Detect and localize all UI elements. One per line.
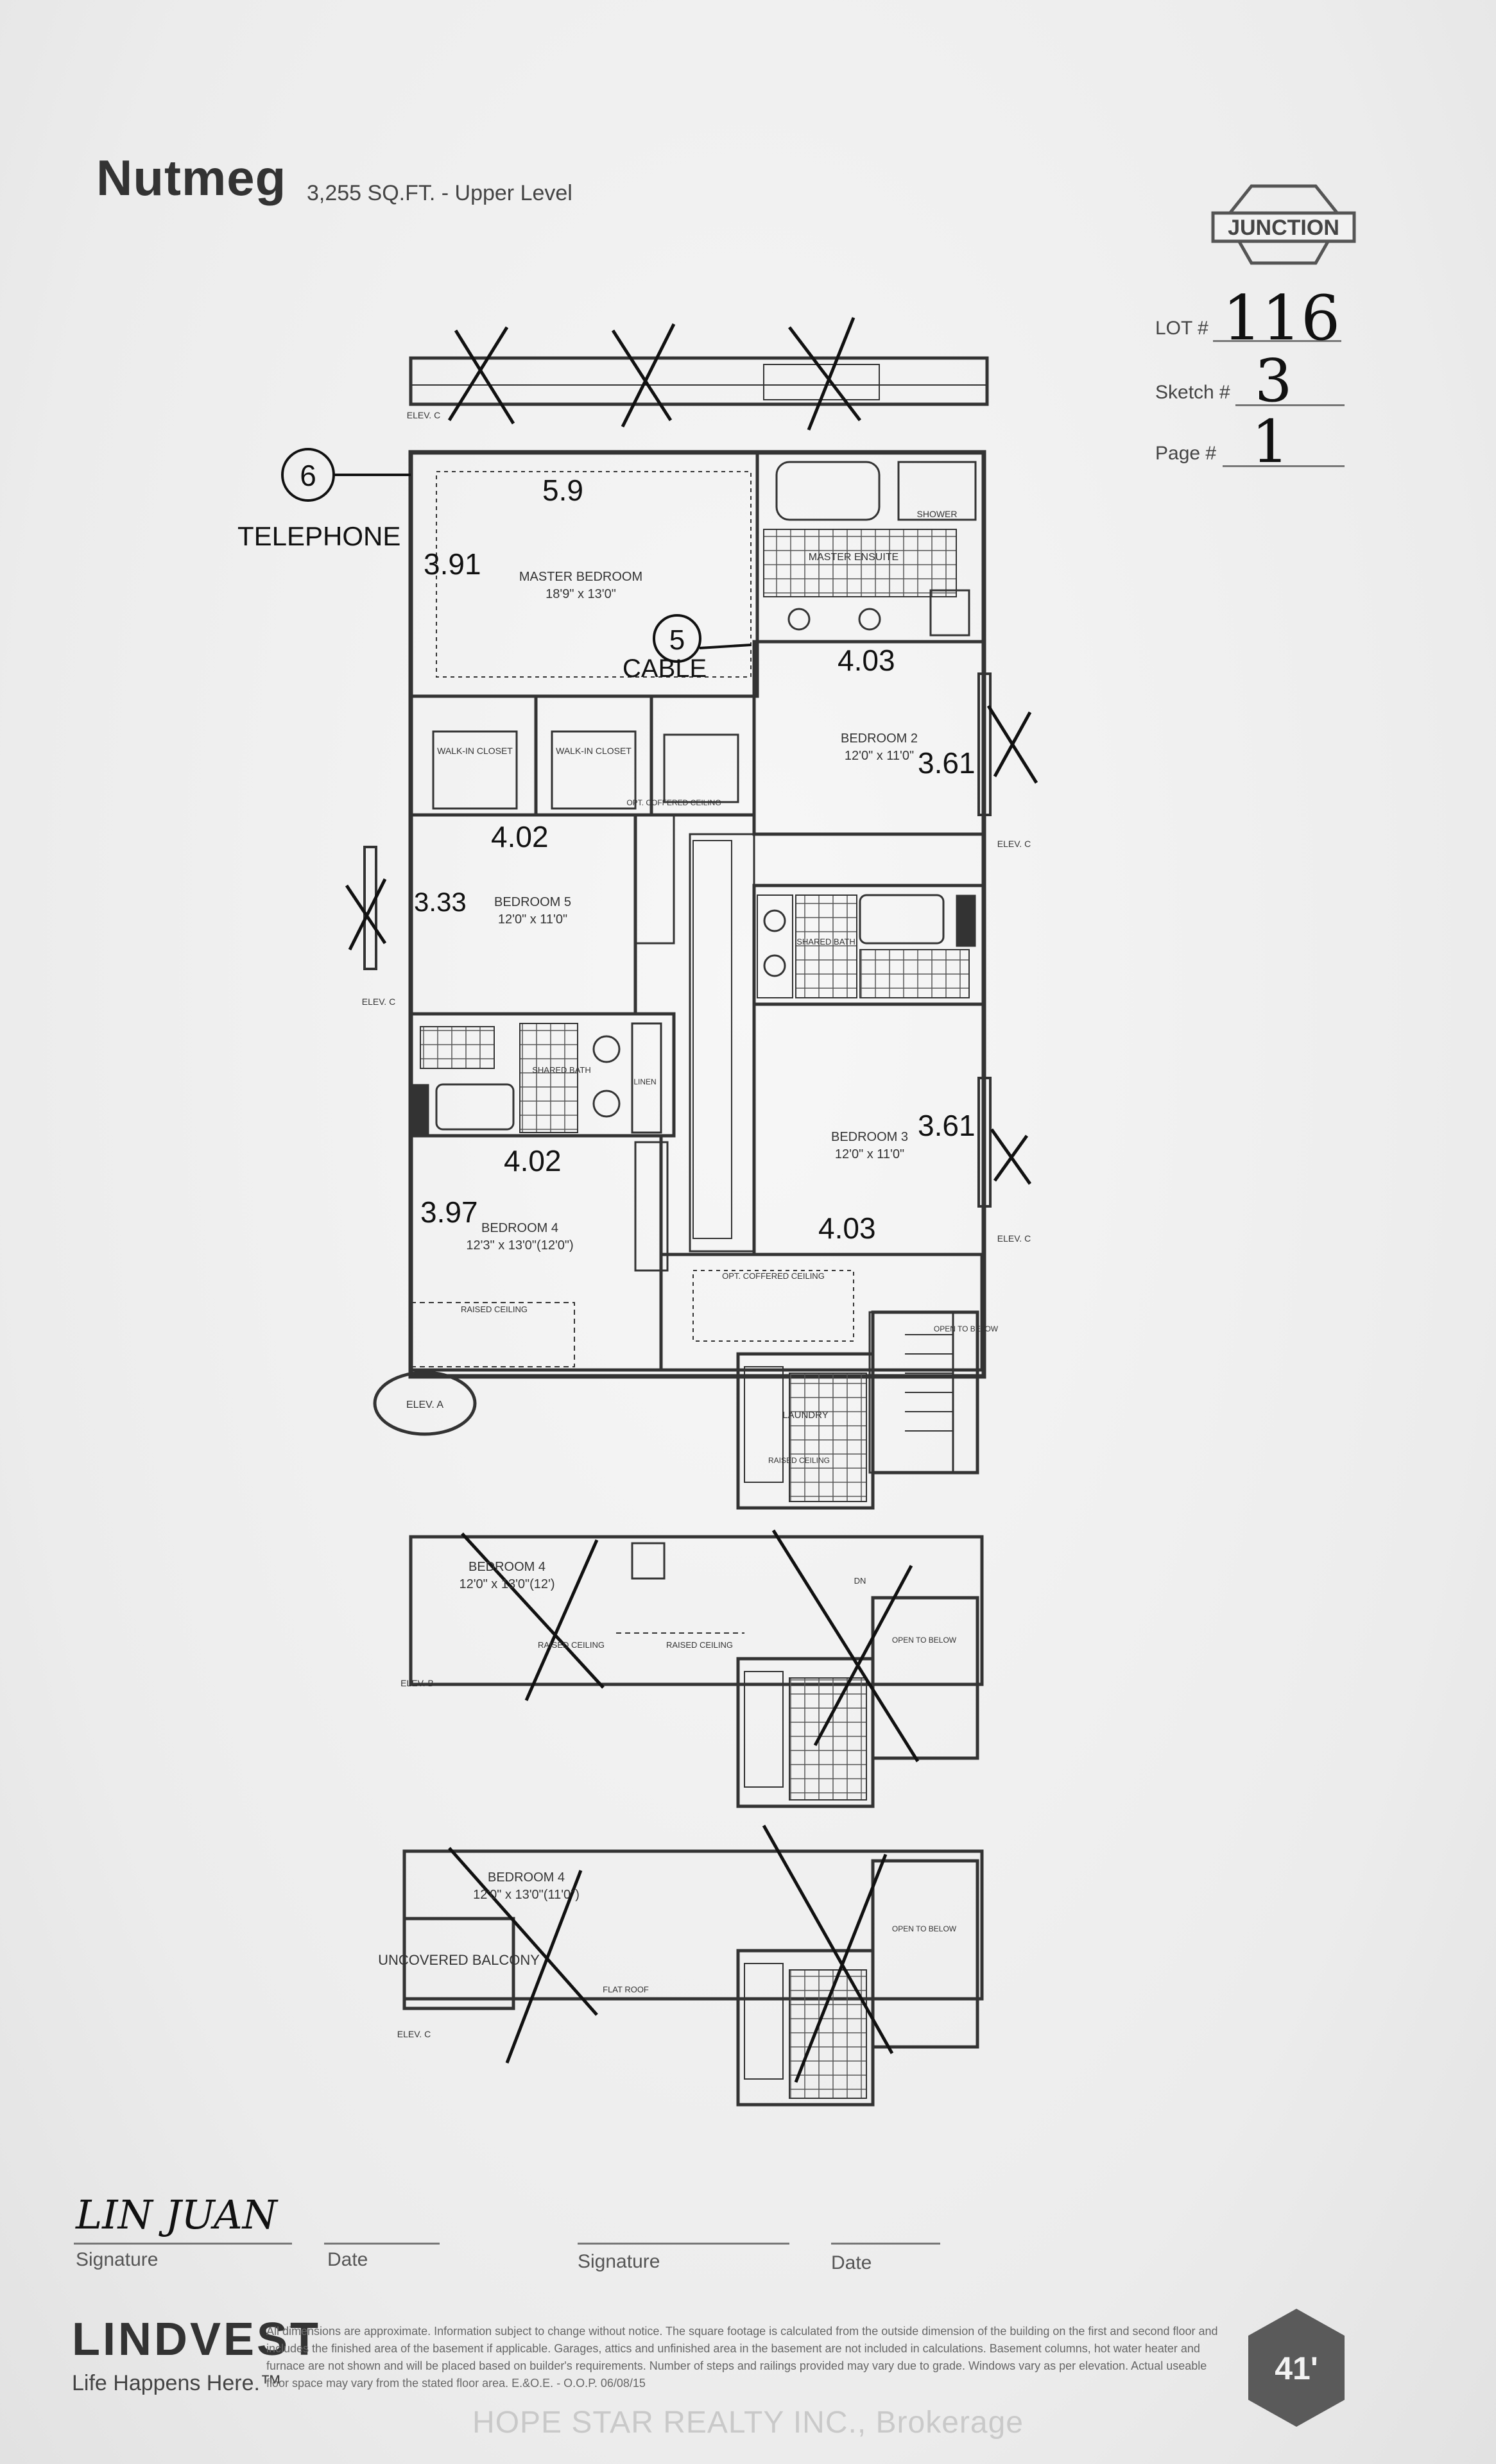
sketch-value: 3 [1255, 346, 1293, 415]
label-elev-c-right-1: ELEV. C [997, 839, 1031, 849]
label-shared-bath-right: SHARED BATH [796, 937, 855, 946]
page-label: Page # [1155, 443, 1217, 464]
label-elev-c-top: ELEV. C [407, 410, 440, 420]
cable-circle [653, 614, 701, 663]
dim-bedroom3-depth: 3.61 [918, 1109, 976, 1142]
lot-value: 116 [1223, 282, 1341, 354]
signature-label-2: Signature [578, 2251, 660, 2272]
cable-label: CABLE [623, 654, 707, 683]
label-raised-ceiling-2: RAISED CEILING [768, 1456, 830, 1465]
label-elev-b: ELEV. B [400, 1678, 434, 1688]
telephone-circle [281, 448, 335, 502]
label-elev-c-right-2: ELEV. C [997, 1233, 1031, 1244]
label-uncovered-balcony: UNCOVERED BALCONY [378, 1952, 540, 1968]
junction-logo: JUNCTION [1211, 184, 1356, 265]
label-elev-a: ELEV. A [406, 1399, 443, 1410]
label-alt1-raised-ceiling-2: RAISED CEILING [666, 1640, 733, 1650]
label-alt1-raised-ceiling-1: RAISED CEILING [538, 1640, 605, 1650]
label-elev-c-left: ELEV. C [362, 997, 395, 1007]
label-bedroom-5: BEDROOM 5 [494, 895, 571, 909]
top-railing [409, 356, 989, 406]
badge-text: 41' [1275, 2350, 1318, 2386]
label-master-ensuite: MASTER ENSUITE [809, 552, 898, 563]
sketch-line [1235, 404, 1345, 406]
label-alt1-dn: DN [854, 1576, 866, 1586]
label-opt-coffered-1: OPT. COFFERED CEILING [626, 798, 721, 807]
label-bedroom-4: BEDROOM 4 [481, 1221, 558, 1235]
dim-bedroom5-width: 4.02 [491, 820, 549, 853]
label-raised-ceiling-1: RAISED CEILING [461, 1305, 528, 1314]
label-master-bedroom: MASTER BEDROOM [519, 570, 642, 584]
label-bedroom-3: BEDROOM 3 [831, 1130, 908, 1144]
dim-master-depth: 3.91 [424, 547, 481, 581]
label-alt2-bedroom-4-size: 12'0" x 13'0"(11'0") [473, 1888, 580, 1902]
lindvest-logo: LINDVEST [72, 2314, 322, 2365]
dim-bedroom4-width: 4.02 [504, 1144, 562, 1177]
label-master-bedroom-size: 18'9" x 13'0" [546, 587, 616, 601]
signature-line-2 [578, 2243, 789, 2245]
alt-plan-1-outline [409, 1535, 984, 1686]
label-open-to-below-1: OPEN TO BELOW [934, 1324, 999, 1333]
lot-width-badge: 41' [1248, 2309, 1345, 2427]
label-walk-in-closet-1: WALK-IN CLOSET [437, 746, 513, 756]
label-shared-bath-left: SHARED BATH [532, 1065, 591, 1075]
label-bedroom-5-size: 12'0" x 11'0" [498, 912, 567, 927]
label-bedroom-3-size: 12'0" x 11'0" [835, 1147, 904, 1161]
lindvest-tagline: Life Happens Here.™ [72, 2371, 282, 2395]
logo-text: JUNCTION [1228, 216, 1339, 240]
elev-a-circle [373, 1371, 477, 1436]
model-name: Nutmeg [96, 150, 287, 206]
label-elev-c-bottom: ELEV. C [397, 2029, 431, 2039]
label-bedroom-2-size: 12'0" x 11'0" [845, 749, 914, 763]
dim-master-width: 5.9 [542, 474, 583, 507]
page-value: 1 [1251, 407, 1289, 476]
dim-bedroom2-depth: 3.61 [918, 746, 976, 780]
date-label-2: Date [831, 2252, 872, 2273]
lot-label: LOT # [1155, 318, 1208, 339]
sketch-label: Sketch # [1155, 382, 1230, 403]
label-linen: LINEN [633, 1077, 656, 1086]
date-line-1 [324, 2243, 440, 2245]
date-label-1: Date [327, 2249, 368, 2270]
date-line-2 [831, 2243, 940, 2245]
dim-bedroom5-depth: 3.33 [414, 887, 467, 917]
disclaimer-text: All dimensions are approximate. Informat… [266, 2325, 1218, 2390]
floor-plan-drawing: MASTER BEDROOM 18'9" x 13'0" MASTER ENSU… [237, 317, 1038, 2107]
dim-bedroom2-width: 4.03 [838, 644, 895, 677]
label-alt1-bedroom-4: BEDROOM 4 [469, 1560, 546, 1574]
telephone-label: TELEPHONE [237, 521, 400, 551]
dim-bedroom3-width: 4.03 [818, 1211, 876, 1245]
label-open-to-below-2: OPEN TO BELOW [892, 1636, 957, 1645]
label-open-to-below-3: OPEN TO BELOW [892, 1924, 957, 1933]
lot-line [1213, 340, 1341, 342]
dim-bedroom4-depth: 3.97 [420, 1195, 478, 1229]
label-alt2-bedroom-4: BEDROOM 4 [488, 1870, 565, 1885]
telephone-number: 6 [300, 459, 316, 492]
cable-number: 5 [669, 624, 685, 656]
label-alt1-bedroom-4-size: 12'0" x 13'0"(12') [459, 1577, 555, 1591]
label-opt-coffered-2: OPT. COFFERED CEILING [722, 1271, 825, 1281]
label-bedroom-2: BEDROOM 2 [841, 732, 918, 746]
signature-label-1: Signature [76, 2249, 159, 2270]
label-bedroom-4-size: 12'3" x 13'0"(12'0") [466, 1238, 573, 1253]
signature-line-1 [74, 2243, 292, 2245]
watermark: HOPE STAR REALTY INC., Brokerage [472, 2406, 1024, 2440]
size-level: 3,255 SQ.FT. - Upper Level [307, 181, 572, 205]
label-flat-roof: FLAT ROOF [603, 1985, 649, 1994]
label-laundry: LAUNDRY [782, 1410, 828, 1421]
label-walk-in-closet-2: WALK-IN CLOSET [556, 746, 632, 756]
label-shower: SHOWER [917, 509, 958, 519]
page-line [1223, 465, 1345, 467]
signature-handwritten: LIN JUAN [76, 2191, 277, 2238]
